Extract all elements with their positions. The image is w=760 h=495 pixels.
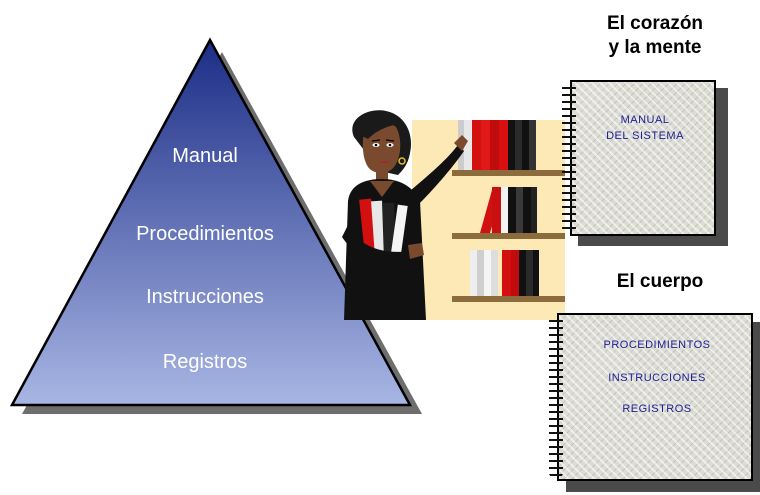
shelf-row-2 bbox=[452, 187, 565, 239]
heading-heart-line-1: El corazón bbox=[606, 13, 704, 34]
woman-figure bbox=[342, 110, 468, 320]
book-body-item-registros: REGISTROS bbox=[622, 403, 692, 415]
pyramid-level-manual: Manual bbox=[172, 145, 238, 167]
spiral-notebook-manual bbox=[570, 80, 716, 236]
book-manual-title: MANUAL DEL SISTEMA bbox=[572, 112, 718, 144]
pyramid-diagram bbox=[9, 37, 422, 414]
heading-heart-line-2: y la mente bbox=[608, 37, 702, 58]
heading-heart-and-mind: El corazón y la mente bbox=[585, 12, 725, 60]
book-body-item-instrucciones: INSTRUCCIONES bbox=[608, 372, 706, 384]
spiral-notebook-body bbox=[557, 313, 753, 481]
pyramid-level-procedimientos: Procedimientos bbox=[136, 223, 274, 245]
shelf-row-3 bbox=[452, 250, 565, 302]
pyramid-triangle bbox=[9, 37, 413, 407]
spiral-binding-icon bbox=[562, 84, 576, 232]
woman-with-binders-icon bbox=[342, 110, 565, 320]
book-manual-line-1: MANUAL bbox=[620, 114, 670, 126]
heading-body: El cuerpo bbox=[616, 271, 704, 292]
book-manual-line-2: DEL SISTEMA bbox=[606, 130, 684, 142]
book-body-item-procedimientos: PROCEDIMIENTOS bbox=[603, 339, 711, 351]
pyramid-level-registros: Registros bbox=[162, 351, 248, 373]
pyramid-level-instrucciones: Instrucciones bbox=[146, 286, 264, 308]
spiral-binding-icon bbox=[549, 317, 563, 477]
